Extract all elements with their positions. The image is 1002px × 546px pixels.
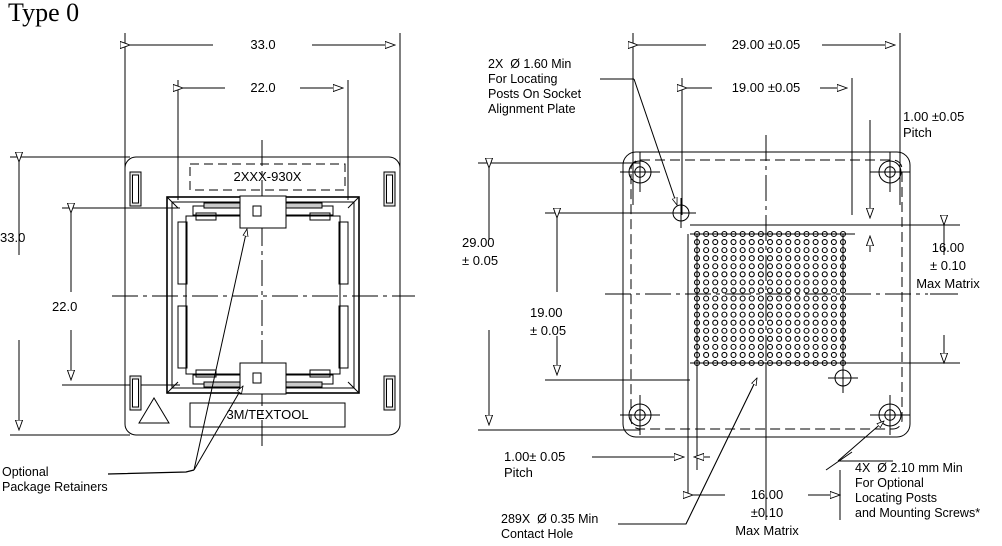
contact-hole-callout-line1: 289X Ø 0.35 Min: [501, 512, 599, 526]
optional-retainers-callout-line1: Optional: [2, 465, 49, 479]
retainer-tabs: [129, 171, 396, 411]
right-dim-left-inner-l1: 19.00: [530, 305, 563, 320]
left-dim-left-outer: 33.0: [0, 230, 26, 245]
optional-retainers-callout-line2: Package Retainers: [2, 480, 108, 494]
right-matrix-label-l2: ± 0.10: [929, 258, 967, 273]
right-dim-top-inner: 19.00 ±0.05: [731, 80, 801, 95]
bottom-pitch-label-l2: Pitch: [504, 465, 533, 480]
bottom-matrix-label-l3: Max Matrix: [735, 523, 799, 538]
mounting-screws-callout-line2: For Optional: [855, 476, 924, 490]
right-matrix-label-l1: 16.00: [931, 240, 965, 255]
locating-post-holes: [666, 198, 858, 393]
locating-posts-callout-line3: Posts On Socket: [488, 87, 582, 101]
locating-posts-callout-line2: For Locating: [488, 72, 558, 86]
bottom-matrix-label-l2: ±0.10: [750, 505, 784, 520]
contact-hole-callout-line2: Contact Hole: [501, 527, 574, 541]
part-number-label: 2XXX-930X: [233, 169, 302, 184]
corner-mounting-holes: [620, 152, 910, 435]
mounting-screws-callout-line3: Locating Posts: [855, 491, 937, 505]
right-pitch-label-l1: 1.00 ±0.05: [903, 109, 965, 124]
left-dim-left-inner: 22.0: [52, 299, 78, 314]
brand-label: 3M/TEXTOOL: [226, 407, 309, 422]
mounting-screws-callout-line4: and Mounting Screws*: [855, 506, 981, 520]
right-dim-left-outer-l2: ± 0.05: [462, 253, 499, 268]
page-title: Type 0: [8, 0, 80, 27]
locating-posts-callout-line4: Alignment Plate: [488, 102, 576, 116]
contact-hole-matrix: [693, 230, 847, 367]
mounting-screws-callout-line1: 4X Ø 2.10 mm Min: [855, 461, 963, 475]
bottom-pitch-label-l1: 1.00± 0.05: [504, 449, 566, 464]
right-matrix-label-l3: Max Matrix: [916, 276, 980, 291]
right-pitch-label-l2: Pitch: [903, 125, 932, 140]
left-view-group: [10, 33, 415, 475]
right-dim-left-inner-l2: ± 0.05: [530, 323, 567, 338]
left-dim-top-inner: 22.0: [250, 80, 276, 95]
right-dim-top-outer: 29.00 ±0.05: [731, 37, 801, 52]
locating-posts-callout-line1: 2X Ø 1.60 Min: [488, 57, 572, 71]
left-dim-top-outer: 33.0: [250, 37, 276, 52]
bottom-matrix-label-l1: 16.00: [750, 487, 784, 502]
right-dim-left-outer-l1: 29.00: [462, 235, 495, 250]
